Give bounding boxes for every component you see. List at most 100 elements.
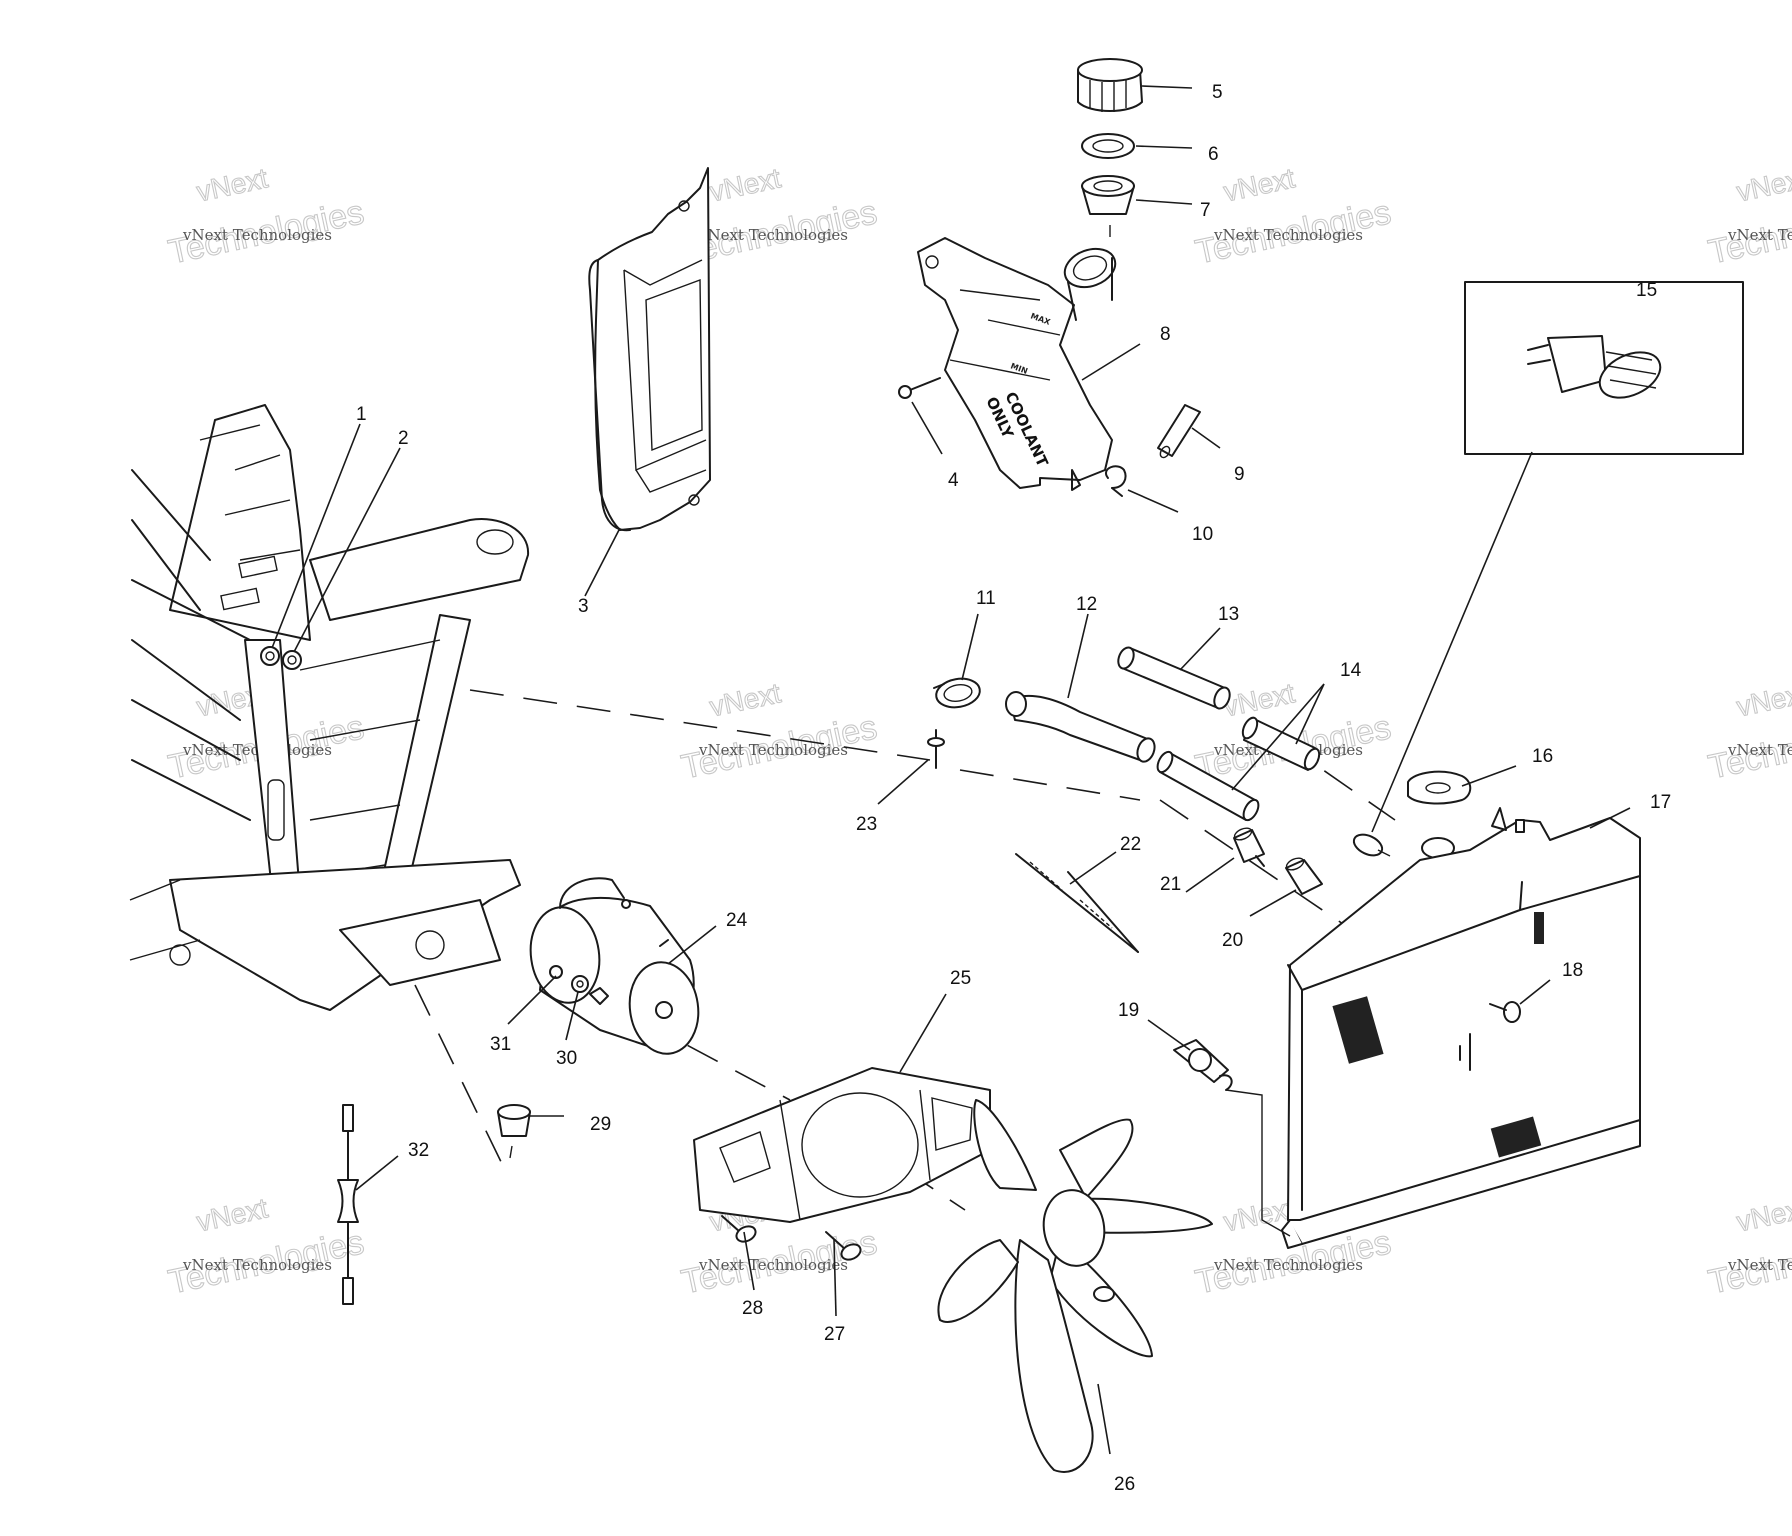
callout-23: 23	[856, 814, 877, 835]
radiator-mark	[1459, 1033, 1471, 1071]
bushing-21-stud	[1255, 855, 1265, 867]
leader-line-30	[565, 991, 579, 1041]
motor-24-terminal	[621, 899, 631, 909]
isolator-part-32	[337, 1104, 359, 1305]
clamp-10	[1105, 465, 1127, 489]
radiator-core-patch	[1534, 912, 1544, 944]
leader-line-12	[1067, 613, 1089, 699]
hose-part-13	[1117, 646, 1231, 710]
hose-13-end	[1117, 646, 1135, 670]
grommet-29-axis	[509, 1145, 513, 1159]
hose-part-12	[1005, 691, 1156, 763]
gasket-16-hole	[1425, 782, 1451, 794]
frame-hole	[415, 930, 445, 960]
hose-13	[1121, 647, 1226, 709]
leader-line-8	[1081, 343, 1141, 381]
leader-line-19	[1147, 1019, 1191, 1051]
tank-contour	[949, 289, 1061, 381]
washer-part-30	[571, 975, 589, 993]
leader-line-16	[1461, 765, 1517, 787]
leader-line-11	[961, 613, 979, 681]
leader-line-3	[584, 527, 621, 597]
leader-line-20	[1249, 889, 1297, 917]
hose-14b-end	[1242, 798, 1260, 822]
callout-10: 10	[1192, 524, 1213, 545]
switch-15-threads	[1605, 351, 1657, 389]
fan-blade	[937, 1239, 1019, 1323]
hose-9-end	[1159, 445, 1171, 459]
callout-22: 22	[1120, 834, 1141, 855]
watermark-text: vNext Technologies	[182, 1256, 332, 1274]
frame-upper-tube	[309, 518, 530, 621]
radiator-core-patch	[1490, 1116, 1542, 1158]
assembly-line	[469, 689, 931, 761]
fan-blade	[1014, 1239, 1094, 1473]
isolator-32-stud	[342, 1104, 354, 1132]
assembly-line	[1159, 799, 1471, 1011]
strap-22-teeth	[1029, 861, 1113, 929]
clamp-11-tab	[933, 683, 945, 689]
radiator-edges	[1287, 875, 1641, 1211]
hose-12	[1009, 695, 1151, 761]
screw-28-head	[735, 1225, 757, 1243]
cap-5-top	[1077, 58, 1143, 82]
hose-part-9	[1157, 404, 1201, 459]
strap-22-b	[1067, 871, 1139, 953]
strap-22-a	[1015, 853, 1139, 953]
hose-part-14	[1156, 716, 1321, 822]
switch-box-part-15	[1352, 281, 1744, 857]
hose-14b-end	[1156, 750, 1174, 774]
tank-outlet	[1071, 469, 1081, 491]
motor-24-stud	[549, 965, 563, 979]
watermark-text: vNext	[707, 677, 784, 722]
watermark-text: vNext Technologies	[1727, 1256, 1792, 1274]
washer-30	[571, 975, 589, 993]
watermark-text: vNext	[1221, 677, 1298, 722]
leader-line-28	[743, 1231, 755, 1291]
watermark: vNext Technologies	[1705, 1192, 1792, 1302]
leader-line-7	[1135, 199, 1193, 205]
leader-line-1	[271, 423, 361, 649]
callout-18: 18	[1562, 960, 1583, 981]
gasket-part-16	[1407, 770, 1472, 859]
callout-12: 12	[1076, 594, 1097, 615]
insert-7-top	[1081, 175, 1135, 197]
leader-line-2	[293, 447, 401, 653]
leader-line-22	[1069, 851, 1117, 885]
callout-29: 29	[590, 1114, 611, 1135]
nut-2-hole	[287, 655, 297, 665]
isolator-32-stud	[342, 1277, 354, 1305]
gasket-6-outer	[1081, 133, 1135, 159]
radiator-bottom-edge	[1281, 1219, 1303, 1249]
frame-slot	[238, 555, 278, 579]
isolator-32-body	[337, 1179, 359, 1223]
screw-part-4	[898, 377, 941, 399]
shroud-part-3	[588, 167, 711, 532]
frame-slot	[267, 779, 285, 841]
fan-blade	[1069, 1197, 1213, 1234]
watermark-text: vNext Technologies	[1213, 226, 1363, 244]
shroud-inner	[623, 259, 707, 493]
assembly-line	[959, 769, 1141, 801]
motor-24-wire-tab	[659, 939, 669, 947]
rivet-part-23	[927, 729, 945, 769]
switch-15-terminals	[1527, 344, 1551, 365]
hose-12-end	[1005, 691, 1027, 717]
mount-19-clip	[1219, 1074, 1233, 1091]
nut-1-hole	[265, 651, 275, 661]
insert-part-7	[1081, 175, 1135, 237]
leader-line-23	[877, 759, 929, 805]
screw-27-head	[840, 1243, 862, 1261]
grommet-29-top	[497, 1104, 531, 1120]
rivet-23-head	[927, 737, 945, 747]
fan-blade	[1059, 1118, 1134, 1199]
callout-9: 9	[1234, 464, 1245, 485]
hose-13-end	[1213, 686, 1231, 710]
nut-part-1	[260, 646, 280, 666]
callout-26: 26	[1114, 1474, 1135, 1495]
screw-4-head	[898, 385, 912, 399]
coolant-tank-part-8: MAX MIN COOLANT ONLY	[917, 237, 1117, 491]
gasket-6-inner	[1092, 139, 1124, 153]
callout-8: 8	[1160, 324, 1171, 345]
motor-part-24	[529, 877, 700, 1055]
